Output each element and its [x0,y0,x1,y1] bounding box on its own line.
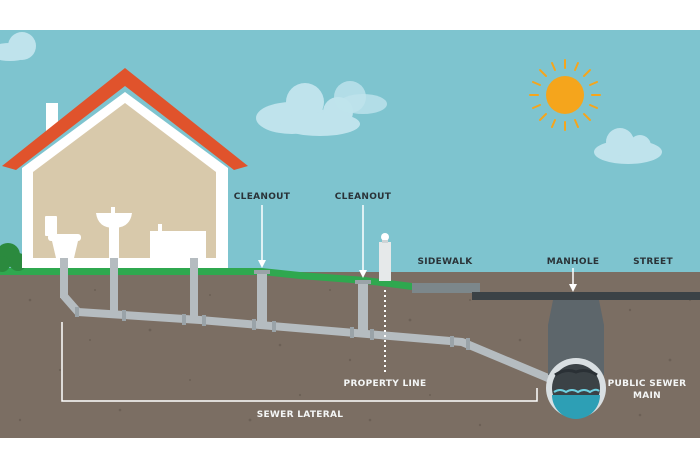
label-manhole: MANHOLE [547,257,600,267]
label-sidewalk: SIDEWALK [417,257,473,267]
toilet-icon [45,216,81,258]
label-property-line: PROPERTY LINE [344,379,427,389]
label-cleanout-1: CLEANOUT [234,192,291,202]
property-marker-post [379,233,391,281]
roof [2,68,248,170]
pipe-joints [75,307,470,350]
sink-icon [96,207,132,258]
house [2,68,248,268]
label-cleanout-2: CLEANOUT [335,192,392,202]
label-sewer-lateral: SEWER LATERAL [257,410,344,420]
arrow-icon [258,205,266,268]
cleanout-riser [254,270,270,325]
public-sewer-main [546,358,606,419]
arrow-icon [569,268,577,292]
soil-speckles [18,289,691,427]
label-street: STREET [633,257,673,267]
sewer-lateral-pipe [60,292,552,382]
arrow-icon [359,205,367,278]
cloud-icon [256,81,387,136]
bathtub-icon [150,224,206,258]
sewer-lateral-bracket [61,322,538,402]
cloud-icon [0,32,36,61]
sun-icon [529,59,601,131]
label-public-sewer-main-line1: PUBLIC SEWER [608,379,687,389]
sidewalk [412,283,480,293]
cleanout-riser [355,280,371,332]
drain-pipes [60,258,198,320]
cloud-icon [594,128,662,164]
lawn [0,268,412,290]
label-public-sewer-main-line2: MAIN [633,391,661,401]
